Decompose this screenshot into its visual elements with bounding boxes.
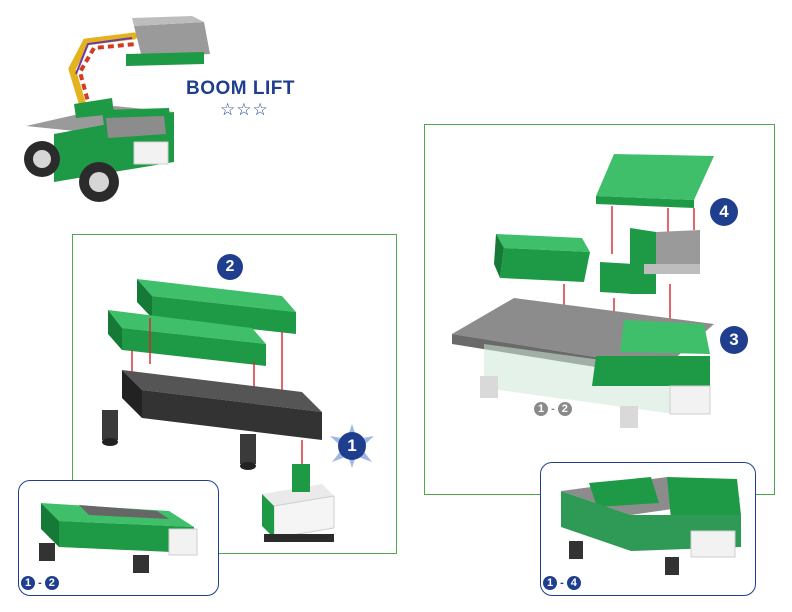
ghost-range-label: 1 - 2 [534,402,572,416]
green-brick-top [137,279,296,334]
range-sep: - [560,577,564,589]
wheels [24,141,119,202]
range-sep: - [38,577,42,589]
range-from: 1 [543,576,557,590]
step-4-badge: 4 [710,198,738,226]
step-3-4-bricks-illustration [452,154,714,428]
boom-arm [68,32,138,113]
step-2-bricks-illustration [102,279,335,542]
step-3-badge: 3 [720,326,748,354]
range-label-1-4: 1 - 4 [543,576,581,590]
boom-lift-model-image [24,16,210,202]
range-from: 1 [534,402,548,416]
dark-base-brick [102,370,322,470]
range-label-1-2: 1 - 2 [21,576,59,590]
step-1-small-brick [262,464,335,542]
assembled-1-4-image [561,477,741,575]
step-3-green-block [592,320,711,415]
result-inset-1-2: 1 - 2 [18,480,219,596]
assembled-1-2-image [39,503,198,573]
range-from: 1 [21,576,35,590]
range-to: 2 [557,402,572,416]
ghost-previous-assembly [480,344,674,428]
green-brick-lower [108,310,266,366]
step-4-top-plate [596,154,714,208]
result-inset-1-4: 1 - 4 [540,462,756,596]
range-to: 2 [44,576,59,590]
vehicle-body [26,98,174,182]
range-sep: - [551,403,555,415]
model-title: BOOM LIFT [186,78,295,99]
small-bricks-step-4 [600,228,700,294]
step-2-badge: 2 [217,254,243,280]
step-1-badge: 1 [338,432,366,460]
difficulty-rating: ☆☆☆ [220,100,269,120]
green-brick-2x4 [494,234,590,282]
basket [126,16,210,66]
range-to: 4 [566,576,581,590]
